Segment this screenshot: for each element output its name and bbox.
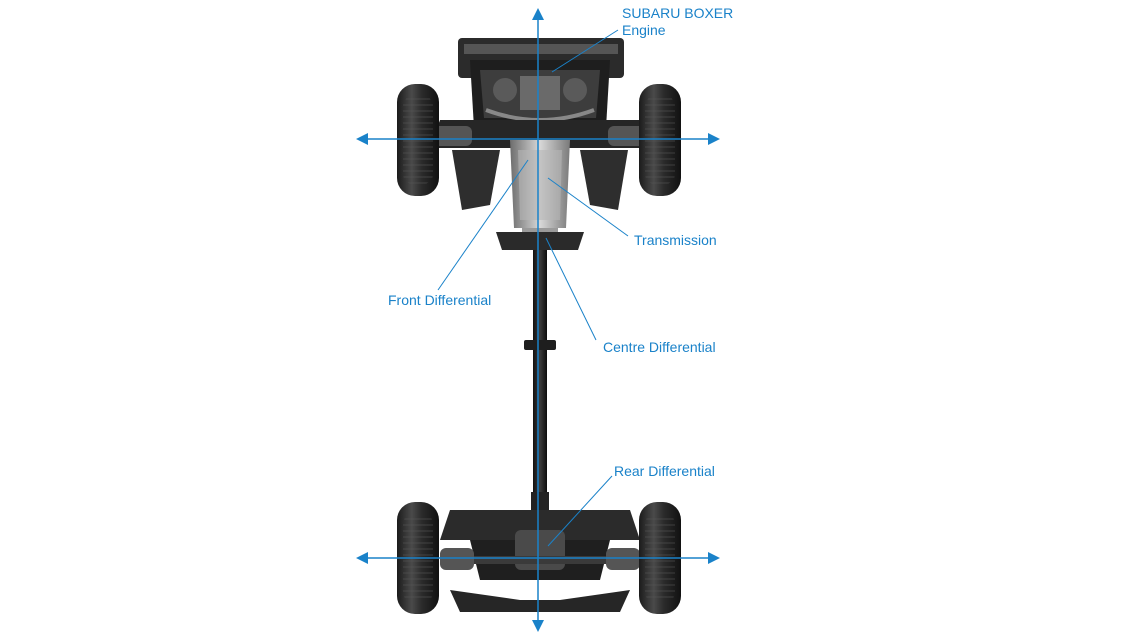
leader-front-differential bbox=[437, 159, 529, 291]
transmission-housing bbox=[496, 140, 584, 250]
leader-centre-differential bbox=[545, 237, 597, 341]
axis-arrow-down bbox=[532, 620, 544, 632]
propeller-shaft bbox=[524, 250, 556, 522]
label-rear-differential: Rear Differential bbox=[614, 463, 715, 479]
leader-lines bbox=[437, 29, 629, 547]
axis-arrow-rear-right bbox=[708, 552, 720, 564]
axis-arrow-up bbox=[532, 8, 544, 20]
leader-engine bbox=[551, 29, 619, 73]
rear-suspension bbox=[440, 510, 640, 612]
axis-arrow-front-right bbox=[708, 133, 720, 145]
leader-transmission bbox=[547, 177, 629, 237]
axis-arrow-front-left bbox=[356, 133, 368, 145]
front-right-tire bbox=[639, 84, 681, 196]
front-engine-bay bbox=[430, 38, 650, 210]
label-centre-differential: Centre Differential bbox=[603, 339, 716, 355]
label-transmission: Transmission bbox=[634, 232, 717, 248]
symmetry-axes bbox=[356, 8, 720, 632]
leader-rear-differential bbox=[547, 475, 613, 547]
front-left-tire bbox=[397, 84, 439, 196]
axis-arrow-rear-left bbox=[356, 552, 368, 564]
label-engine-line1: SUBARU BOXER bbox=[622, 5, 734, 21]
label-engine: SUBARU BOXER Engine bbox=[622, 5, 733, 39]
label-front-differential: Front Differential bbox=[388, 292, 492, 308]
label-engine-line2: Engine bbox=[622, 22, 666, 38]
